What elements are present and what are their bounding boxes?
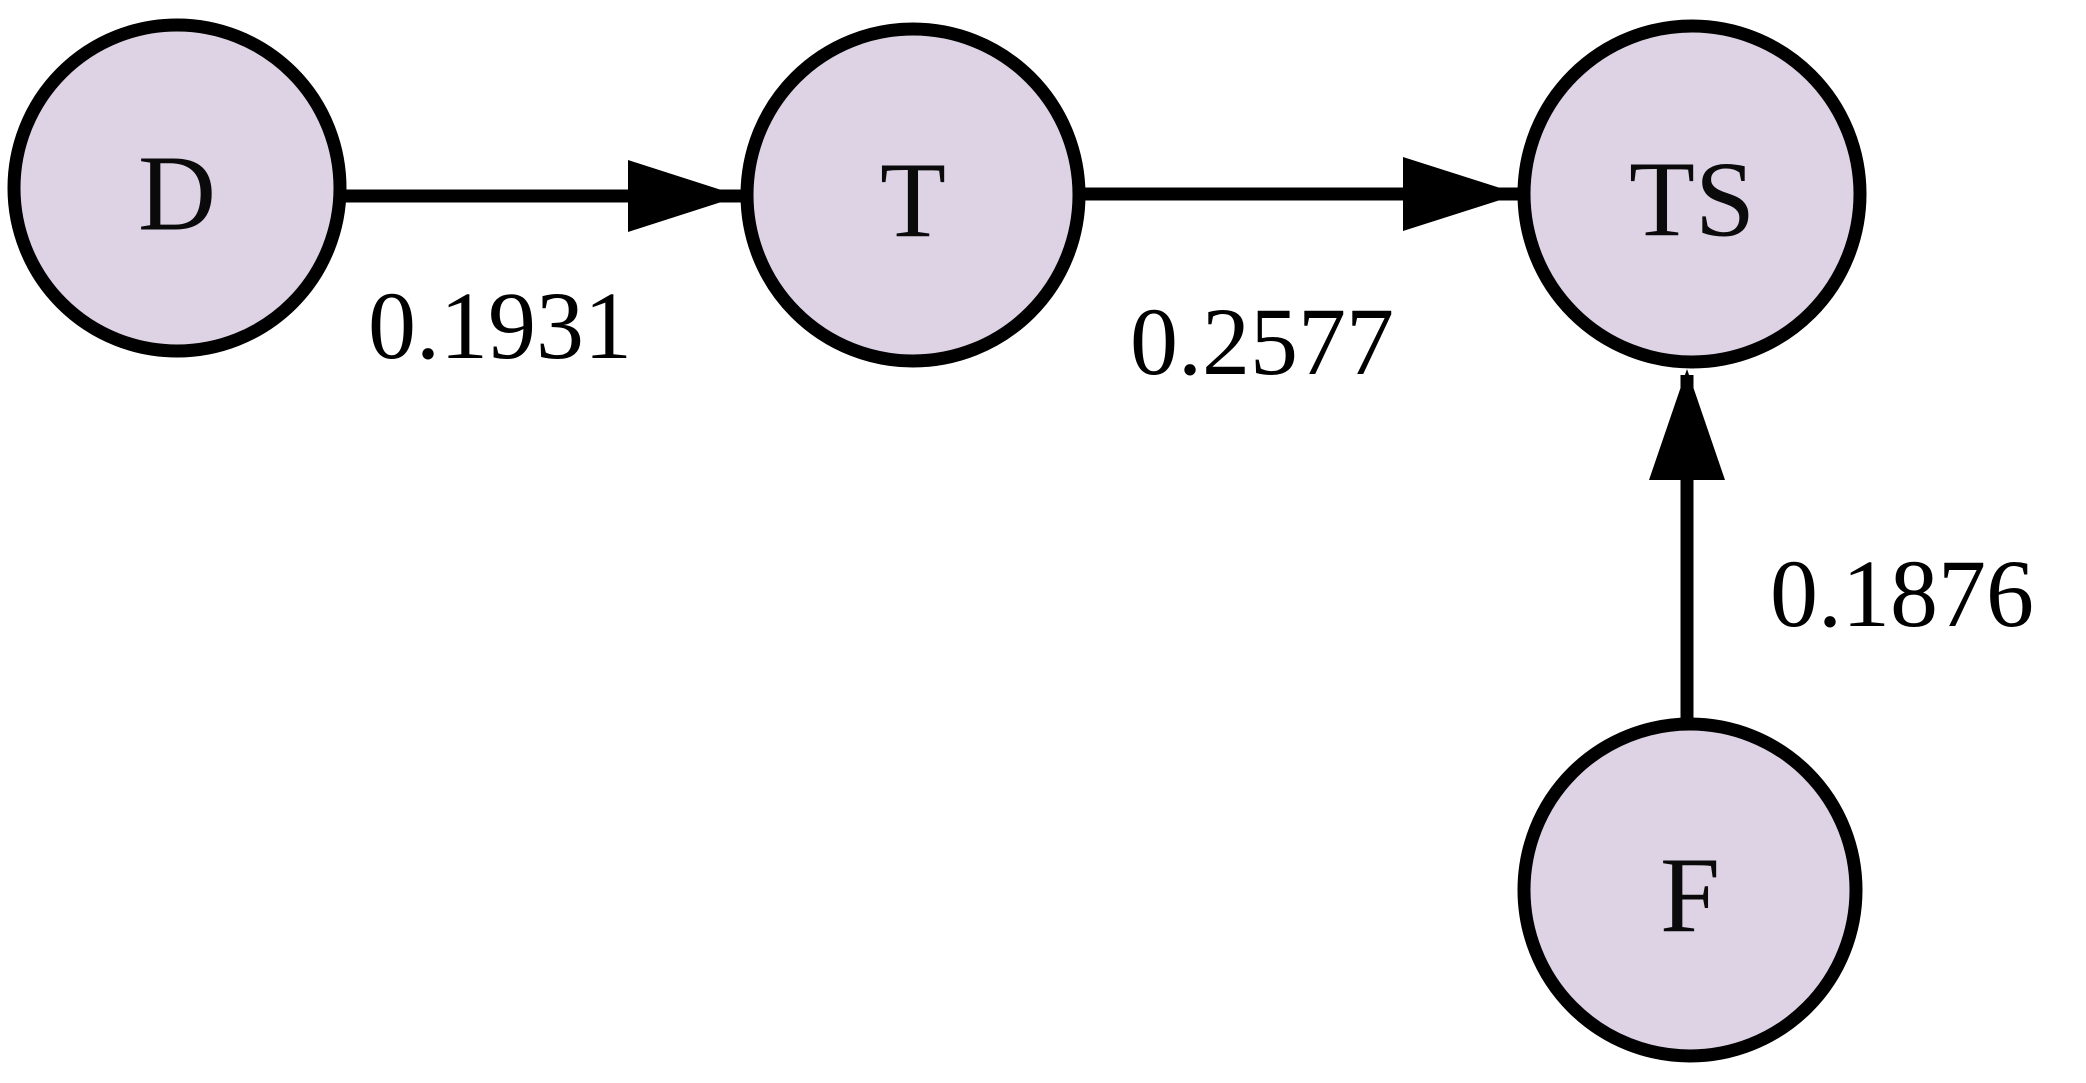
node-circle-f xyxy=(1517,717,1863,1063)
node-t[interactable]: T xyxy=(740,22,1086,368)
node-label-ts: TS xyxy=(1629,141,1755,260)
node-label-t: T xyxy=(880,142,946,261)
arrowhead-t-to-ts xyxy=(1403,157,1519,231)
node-label-d: D xyxy=(138,135,216,254)
edge-label-t-to-ts: 0.2577 xyxy=(1130,288,1394,395)
node-circle-t xyxy=(740,22,1086,368)
node-circle-d xyxy=(7,18,347,358)
edge-label-d-to-t: 0.1931 xyxy=(368,272,632,379)
edge-t-to-ts[interactable] xyxy=(1075,157,1520,231)
node-d[interactable]: D xyxy=(7,18,347,358)
node-ts[interactable]: TS xyxy=(1517,19,1867,369)
edge-label-f-to-ts: 0.1876 xyxy=(1770,540,2034,647)
arrowhead-d-to-t xyxy=(628,160,740,232)
node-label-f: F xyxy=(1660,837,1720,956)
arrowhead-f-to-ts xyxy=(1649,369,1725,480)
edge-f-to-ts[interactable] xyxy=(1649,369,1725,725)
node-circle-ts xyxy=(1517,19,1867,369)
node-f[interactable]: F xyxy=(1517,717,1863,1063)
edge-d-to-t[interactable] xyxy=(340,160,745,232)
